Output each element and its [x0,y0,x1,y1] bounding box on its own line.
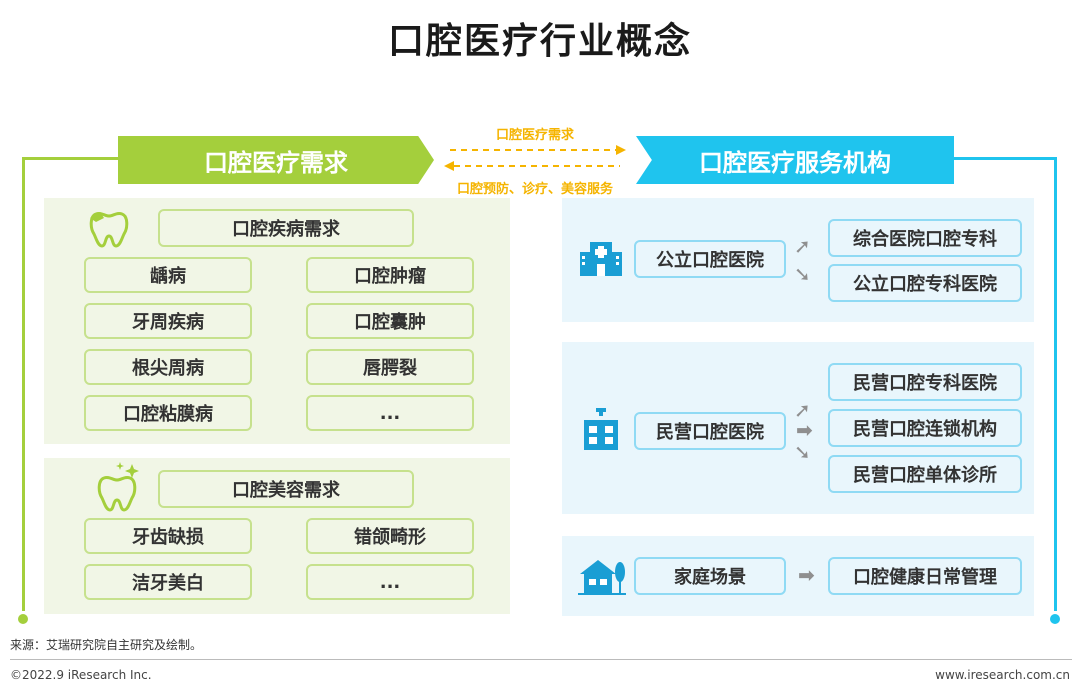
public-panel [562,198,1034,322]
left-frame-line [22,157,25,611]
disease-item: 唇腭裂 [306,349,474,385]
beauty-item: 牙齿缺损 [84,518,252,554]
disease-item: 口腔粘膜病 [84,395,252,431]
private-item: 民营口腔单体诊所 [828,455,1022,493]
demand-header: 口腔医疗需求 [118,136,434,184]
arrow-up-right-icon: ➚ [794,398,811,422]
left-frame-dot [18,614,28,624]
tooth-icon [89,211,129,248]
beauty-item: 洁牙美白 [84,564,252,600]
public-hospital-pill: 公立口腔医院 [634,240,786,278]
source-note: 来源：艾瑞研究院自主研究及绘制。 [10,638,203,652]
beauty-item: 错颌畸形 [306,518,474,554]
disease-item: 根尖周病 [84,349,252,385]
arrow-right-icon: ➡ [796,418,813,442]
footer-divider [10,659,1072,660]
house-icon [578,560,626,595]
hospital-icon [580,242,622,276]
home-item: 口腔健康日常管理 [828,557,1022,595]
arrow-down-right-icon: ➘ [794,440,811,464]
copyright: ©2022.9 iResearch Inc. [10,668,152,682]
private-hospital-pill: 民营口腔医院 [634,412,786,450]
disease-header-pill: 口腔疾病需求 [158,209,414,247]
public-item: 公立口腔专科医院 [828,264,1022,302]
private-item: 民营口腔专科医院 [828,363,1022,401]
middle-top-label: 口腔医疗需求 [495,128,574,143]
right-frame-dot [1050,614,1060,624]
right-frame-top-line [952,157,1057,160]
beauty-header-pill: 口腔美容需求 [158,470,414,508]
service-header-label: 口腔医疗服务机构 [699,148,891,177]
demand-header-label: 口腔医疗需求 [204,148,348,177]
public-item: 综合医院口腔专科 [828,219,1022,257]
website-link[interactable]: www.iresearch.com.cn [935,668,1070,682]
left-frame-top-line [22,157,120,160]
middle-bottom-label: 口腔预防、诊疗、美容服务 [456,182,613,197]
private-item: 民营口腔连锁机构 [828,409,1022,447]
clinic-icon [584,408,618,450]
sparkle-tooth-icon [97,462,139,512]
page-title: 口腔医疗行业概念 [387,21,692,62]
middle-arrows [444,145,626,171]
arrow-down-right-icon: ➘ [794,262,811,286]
beauty-item: ... [306,564,474,600]
disease-item: ... [306,395,474,431]
service-header: 口腔医疗服务机构 [636,136,954,184]
arrow-up-right-icon: ➚ [794,234,811,258]
arrow-right-icon: ➡ [798,563,815,587]
disease-item: 口腔肿瘤 [306,257,474,293]
disease-item: 口腔囊肿 [306,303,474,339]
right-frame-line [1054,157,1057,611]
disease-item: 龋病 [84,257,252,293]
home-scene-pill: 家庭场景 [634,557,786,595]
disease-item: 牙周疾病 [84,303,252,339]
